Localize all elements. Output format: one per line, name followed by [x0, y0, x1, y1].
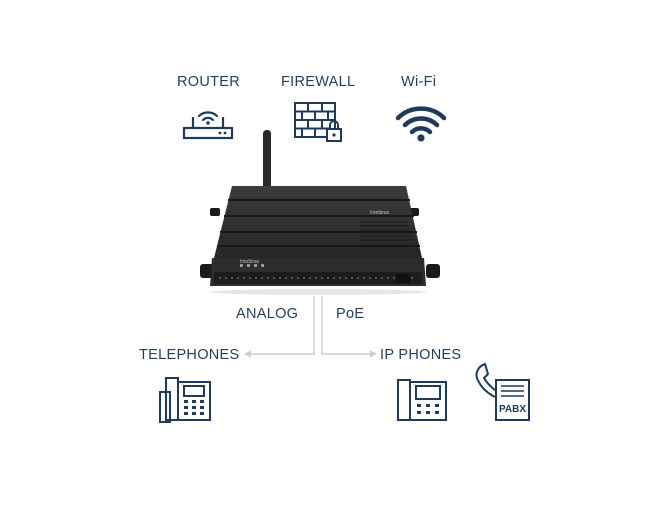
poe-connector [321, 296, 372, 355]
router-label: ROUTER [177, 74, 241, 90]
analog-arrow [244, 350, 251, 358]
ip-phone-icon [397, 379, 447, 421]
wifi-label: Wi-Fi [401, 74, 437, 90]
gateway-device: Intelbras Intelbras [200, 130, 440, 295]
firewall-label: FIREWALL [281, 74, 356, 90]
firewall-icon [294, 102, 342, 142]
analog-connector [249, 296, 315, 355]
analog-label: ANALOG [236, 306, 299, 322]
pabx-icon: PABX [475, 363, 530, 421]
device-brand-front: Intelbras [240, 259, 260, 265]
telephones-label: TELEPHONES [139, 347, 240, 363]
wifi-icon [395, 106, 447, 142]
pabx-text: PABX [499, 404, 526, 415]
poe-arrow [370, 350, 377, 358]
ip-phones-label: IP PHONES [380, 347, 462, 363]
poe-label: PoE [336, 306, 365, 322]
router-icon [182, 111, 234, 140]
device-brand-top: Intelbras [370, 210, 390, 216]
telephone-icon [159, 377, 211, 423]
